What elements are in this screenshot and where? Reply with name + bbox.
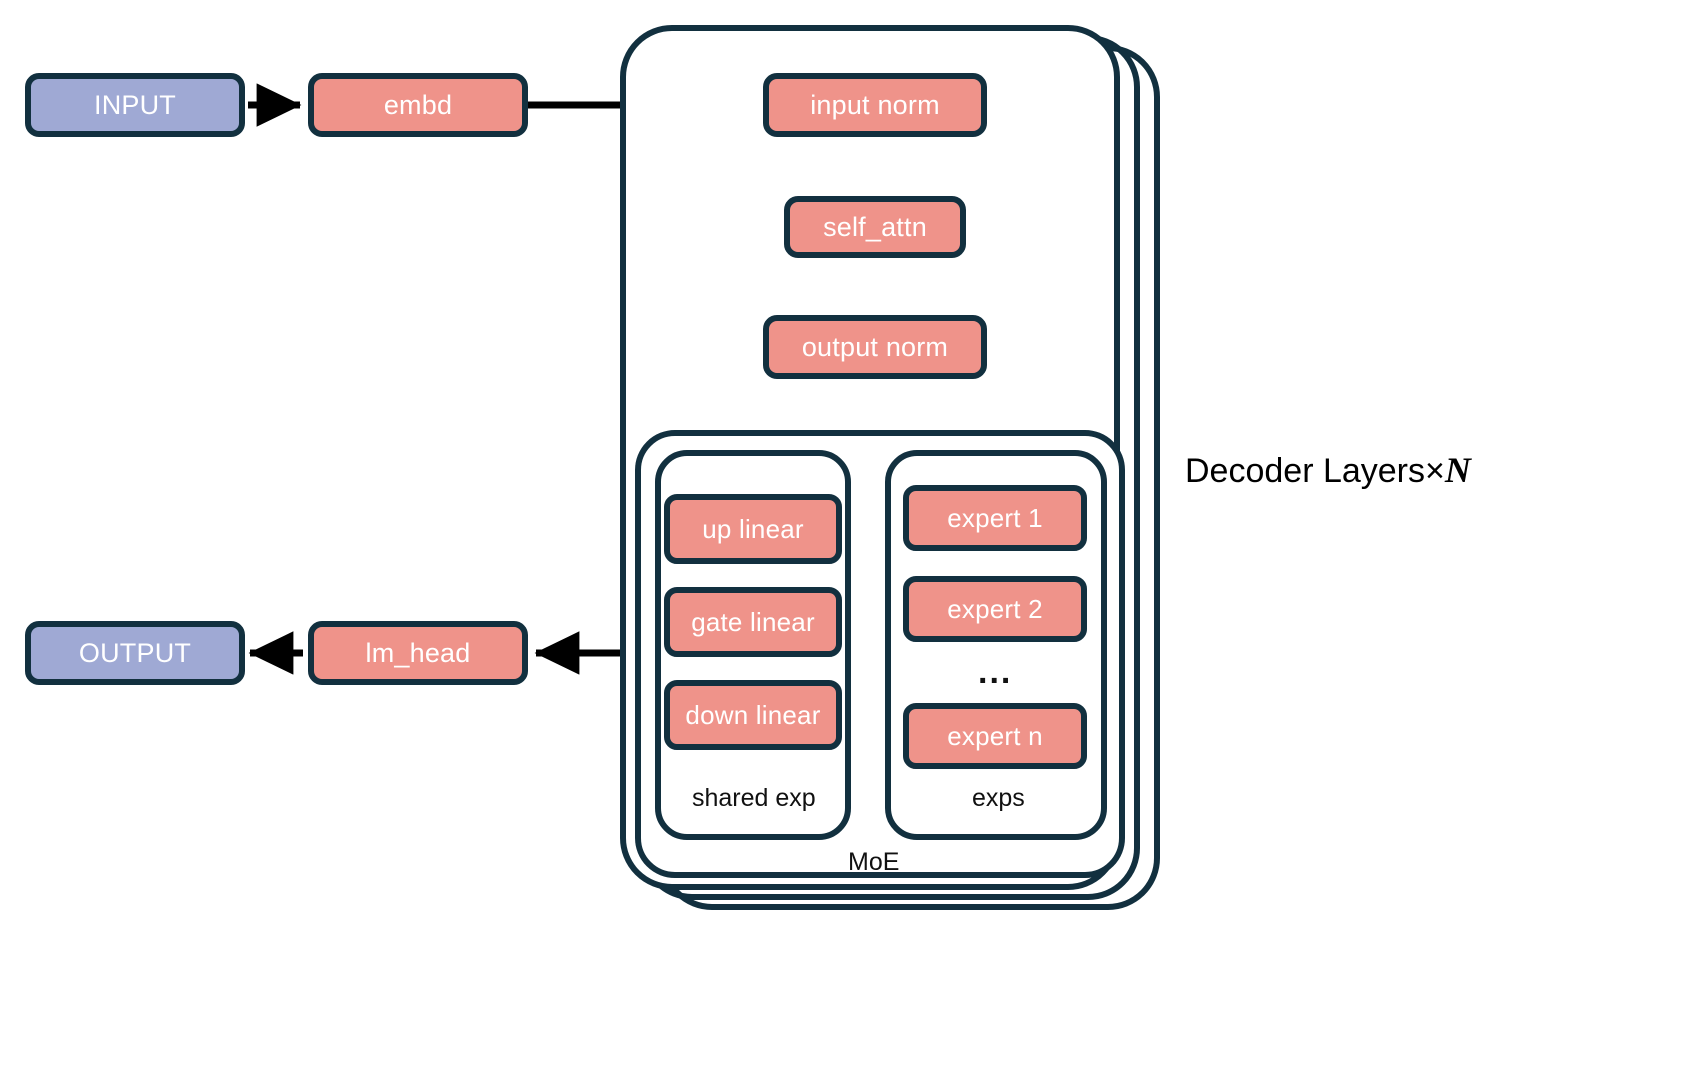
node-expert-1[interactable]: expert 1 (903, 485, 1087, 551)
node-self-attn[interactable]: self_attn (784, 196, 966, 258)
node-input[interactable]: INPUT (25, 73, 245, 137)
moe-caption: MoE (848, 848, 900, 876)
experts-ellipsis: ... (978, 653, 1013, 691)
node-output-label: OUTPUT (78, 637, 192, 668)
exps-caption: exps (972, 784, 1025, 812)
node-up-linear-label: up linear (702, 514, 804, 544)
decoder-layers-n: N (1444, 450, 1471, 490)
node-self-attn-label: self_attn (823, 211, 927, 242)
node-down-linear-label: down linear (685, 700, 821, 730)
node-input-norm-label: input norm (810, 89, 940, 120)
decoder-layers-multiply-sign: × (1425, 452, 1445, 490)
node-expert-2-label: expert 2 (947, 594, 1043, 624)
node-input-norm[interactable]: input norm (763, 73, 987, 137)
node-embd[interactable]: embd (308, 73, 528, 137)
node-input-label: INPUT (94, 89, 176, 120)
decoder-layers-annotation: Decoder Layers×N (1185, 452, 1471, 488)
node-expert-n[interactable]: expert n (903, 703, 1087, 769)
node-gate-linear-label: gate linear (691, 607, 815, 637)
node-down-linear[interactable]: down linear (664, 680, 842, 750)
node-output-norm-label: output norm (801, 331, 949, 362)
node-lm-head-label: lm_head (365, 637, 471, 668)
shared-exp-caption: shared exp (692, 784, 816, 812)
node-expert-2[interactable]: expert 2 (903, 576, 1087, 642)
node-output-norm[interactable]: output norm (763, 315, 987, 379)
decoder-layers-text: Decoder Layers (1185, 452, 1426, 490)
node-gate-linear[interactable]: gate linear (664, 587, 842, 657)
node-expert-n-label: expert n (947, 721, 1043, 751)
node-expert-1-label: expert 1 (947, 503, 1043, 533)
node-embd-label: embd (383, 89, 453, 120)
node-lm-head[interactable]: lm_head (308, 621, 528, 685)
node-output[interactable]: OUTPUT (25, 621, 245, 685)
node-up-linear[interactable]: up linear (664, 494, 842, 564)
